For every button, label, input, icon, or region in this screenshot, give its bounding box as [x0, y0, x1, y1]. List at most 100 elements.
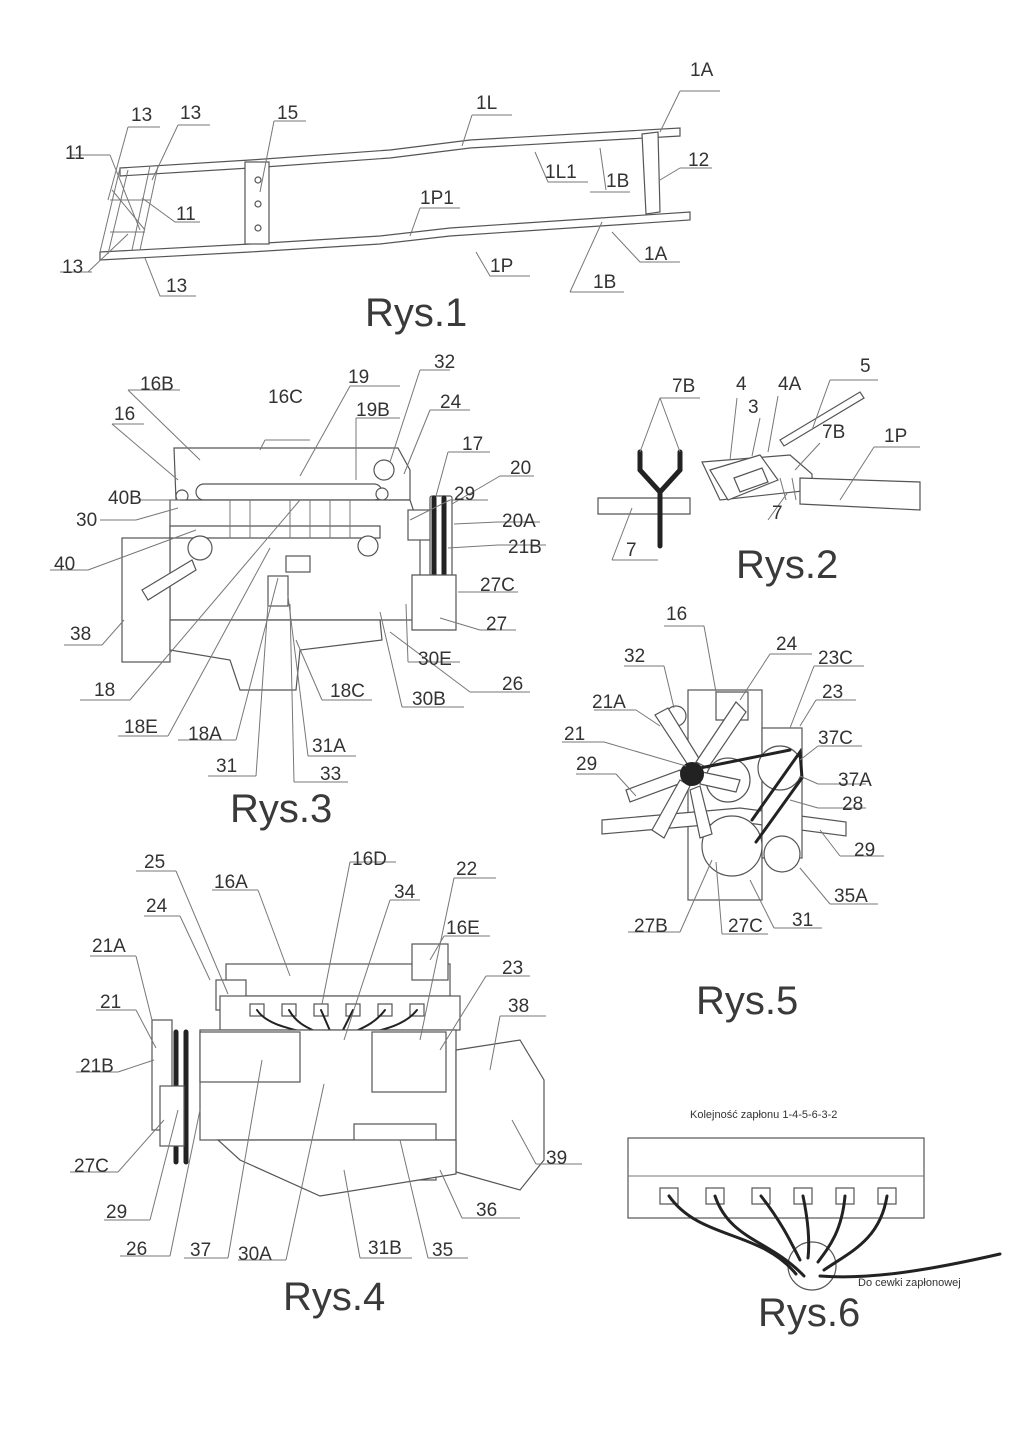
label-20: 20: [510, 458, 531, 479]
label-38-rys4: 38: [508, 996, 529, 1017]
label-30B: 30B: [412, 689, 446, 710]
label-13-c: 13: [62, 257, 83, 278]
label-16E: 16E: [446, 918, 480, 939]
label-39: 39: [546, 1148, 567, 1169]
label-37: 37: [190, 1240, 211, 1261]
label-13-b: 13: [180, 103, 201, 124]
label-31-rys5: 31: [792, 910, 813, 931]
label-21B-rys3: 21B: [508, 537, 542, 558]
label-27: 27: [486, 614, 507, 635]
figure-rys5-engine-front: 16 24 32 23C 23 21A 37C 21 29 37A 28 29 …: [562, 604, 884, 1023]
label-18A: 18A: [188, 724, 222, 745]
label-1P: 1P: [490, 256, 513, 277]
label-1P1: 1P1: [420, 188, 454, 209]
label-24-rys5: 24: [776, 634, 798, 655]
label-33: 33: [320, 764, 341, 785]
label-16B: 16B: [140, 374, 174, 395]
caption-rys2: Rys.2: [736, 543, 838, 587]
label-19B: 19B: [356, 400, 390, 421]
label-16A: 16A: [214, 872, 248, 893]
caption-rys3: Rys.3: [230, 787, 332, 831]
label-18: 18: [94, 680, 115, 701]
label-29-rys4: 29: [106, 1202, 127, 1223]
label-38-rys3: 38: [70, 624, 91, 645]
label-35A: 35A: [834, 886, 868, 907]
label-18C: 18C: [330, 681, 365, 702]
label-7-b: 7: [772, 503, 783, 524]
figure-rys3-engine: 32 16B 19 16C 19B 24 16 17 20 40B 29 30 …: [50, 352, 546, 831]
label-12: 12: [688, 150, 709, 171]
ignition-coil-note: Do cewki zapłonowej: [858, 1277, 961, 1289]
label-21-rys4: 21: [100, 992, 121, 1013]
label-21A-rys5: 21A: [592, 692, 626, 713]
label-36: 36: [476, 1200, 497, 1221]
label-32-rys5: 32: [624, 646, 645, 667]
figure-rys6-ignition-order: Kolejność zapłonu 1-4-5-6-3-2 Do cewki z…: [627, 1109, 1002, 1335]
label-32-rys3: 32: [434, 352, 455, 373]
label-15: 15: [277, 103, 298, 124]
label-4A: 4A: [778, 374, 802, 395]
label-7B-b: 7B: [822, 422, 845, 443]
label-22: 22: [456, 859, 477, 880]
label-23C: 23C: [818, 648, 853, 669]
label-30: 30: [76, 510, 97, 531]
label-1B-b: 1B: [593, 272, 616, 293]
label-1P-rys2: 1P: [884, 426, 907, 447]
label-1L: 1L: [476, 93, 497, 114]
label-27B: 27B: [634, 916, 668, 937]
label-34: 34: [394, 882, 416, 903]
label-37C: 37C: [818, 728, 853, 749]
figure-rys4-engine: 25 16D 22 16A 34 24 16E 21A 23 38 21 21B…: [70, 849, 582, 1319]
label-16C: 16C: [268, 387, 303, 408]
label-4: 4: [736, 374, 747, 395]
label-18E: 18E: [124, 717, 158, 738]
label-40B: 40B: [108, 488, 142, 509]
label-21A-rys4: 21A: [92, 936, 126, 957]
label-29-rys3: 29: [454, 484, 475, 505]
label-31B: 31B: [368, 1238, 402, 1259]
label-7-a: 7: [626, 540, 637, 561]
label-27C-rys3: 27C: [480, 575, 515, 596]
label-24-rys3: 24: [440, 392, 462, 413]
figure-rys2-mount: 7B 4 4A 5 3 7B 1P 7 7 Rys.2: [597, 356, 921, 587]
caption-rys1: Rys.1: [365, 291, 467, 335]
label-1A-bottom: 1A: [644, 244, 668, 265]
label-25: 25: [144, 852, 165, 873]
label-28: 28: [842, 794, 863, 815]
caption-rys4: Rys.4: [283, 1275, 385, 1319]
label-40: 40: [54, 554, 75, 575]
label-24-rys4: 24: [146, 896, 168, 917]
label-31A: 31A: [312, 736, 346, 757]
label-16-rys3: 16: [114, 404, 135, 425]
label-16-rys5: 16: [666, 604, 687, 625]
figure-rys1-frame: 1A 13 13 15 1L 11 1L1 12 1B 11 1P1 13 1A…: [60, 60, 720, 335]
label-11-a: 11: [65, 143, 85, 164]
label-13-a: 13: [131, 105, 152, 126]
label-31-rys3: 31: [216, 756, 237, 777]
label-35: 35: [432, 1240, 453, 1261]
firing-order-title: Kolejność zapłonu 1-4-5-6-3-2: [690, 1109, 837, 1121]
label-29-rys5-a: 29: [576, 754, 597, 775]
label-30E: 30E: [418, 649, 452, 670]
label-26-rys3: 26: [502, 674, 523, 695]
label-21-rys5: 21: [564, 724, 585, 745]
label-23-rys4: 23: [502, 958, 523, 979]
label-19: 19: [348, 367, 369, 388]
label-1B-a: 1B: [606, 171, 629, 192]
label-5: 5: [860, 356, 871, 377]
label-27C-rys4: 27C: [74, 1156, 109, 1177]
label-11-b: 11: [176, 204, 196, 225]
label-20A: 20A: [502, 511, 536, 532]
label-37A: 37A: [838, 770, 872, 791]
label-27C-rys5: 27C: [728, 916, 763, 937]
label-1L1: 1L1: [545, 162, 577, 183]
label-17: 17: [462, 434, 483, 455]
label-23-rys5: 23: [822, 682, 843, 703]
caption-rys6: Rys.6: [758, 1291, 860, 1335]
label-7B-a: 7B: [672, 376, 695, 397]
label-30A: 30A: [238, 1244, 272, 1265]
caption-rys5: Rys.5: [696, 979, 798, 1023]
label-1A-top: 1A: [690, 60, 714, 81]
label-16D: 16D: [352, 849, 387, 870]
